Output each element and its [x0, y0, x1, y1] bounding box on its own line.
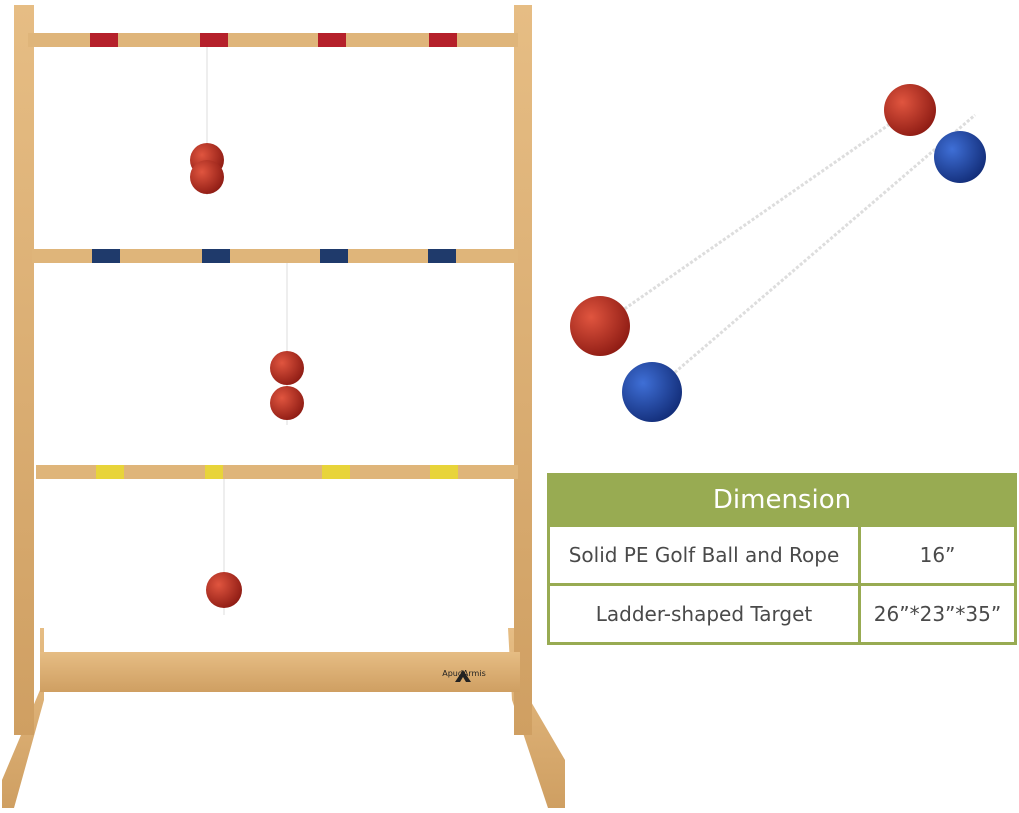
blue-ball: [934, 131, 986, 183]
right-upright: [514, 5, 532, 735]
left-foot: [2, 628, 44, 808]
item-cell: Solid PE Golf Ball and Rope: [547, 524, 861, 586]
table-row: Ladder-shaped Target 26”*23”*35”: [547, 583, 1017, 645]
logo-icon: [455, 670, 471, 682]
dimension-table: Dimension Solid PE Golf Ball and Rope 16…: [547, 473, 1017, 645]
yellow-markers: [96, 465, 458, 479]
red-ball: [206, 572, 242, 608]
dimension-table-title: Dimension: [548, 474, 1016, 526]
table-row: Solid PE Golf Ball and Rope 16”: [547, 524, 1017, 586]
top-rung: [28, 33, 518, 47]
red-ball: [190, 160, 224, 194]
red-ball: [884, 84, 936, 136]
item-cell: Ladder-shaped Target: [547, 583, 861, 645]
brand-logo-text: ApudArmis: [442, 669, 486, 678]
size-cell: 26”*23”*35”: [858, 583, 1017, 645]
red-markers: [90, 33, 457, 47]
middle-rung: [32, 249, 518, 263]
base-board: [40, 652, 520, 692]
left-upright: [14, 5, 34, 735]
ladder-target: [2, 5, 565, 808]
red-ball: [270, 351, 304, 385]
red-ball: [270, 386, 304, 420]
blue-ball: [622, 362, 682, 422]
blue-markers: [92, 249, 456, 263]
red-ball: [570, 296, 630, 356]
size-cell: 16”: [858, 524, 1017, 586]
bolas: [190, 84, 986, 608]
bottom-rung: [36, 465, 518, 479]
